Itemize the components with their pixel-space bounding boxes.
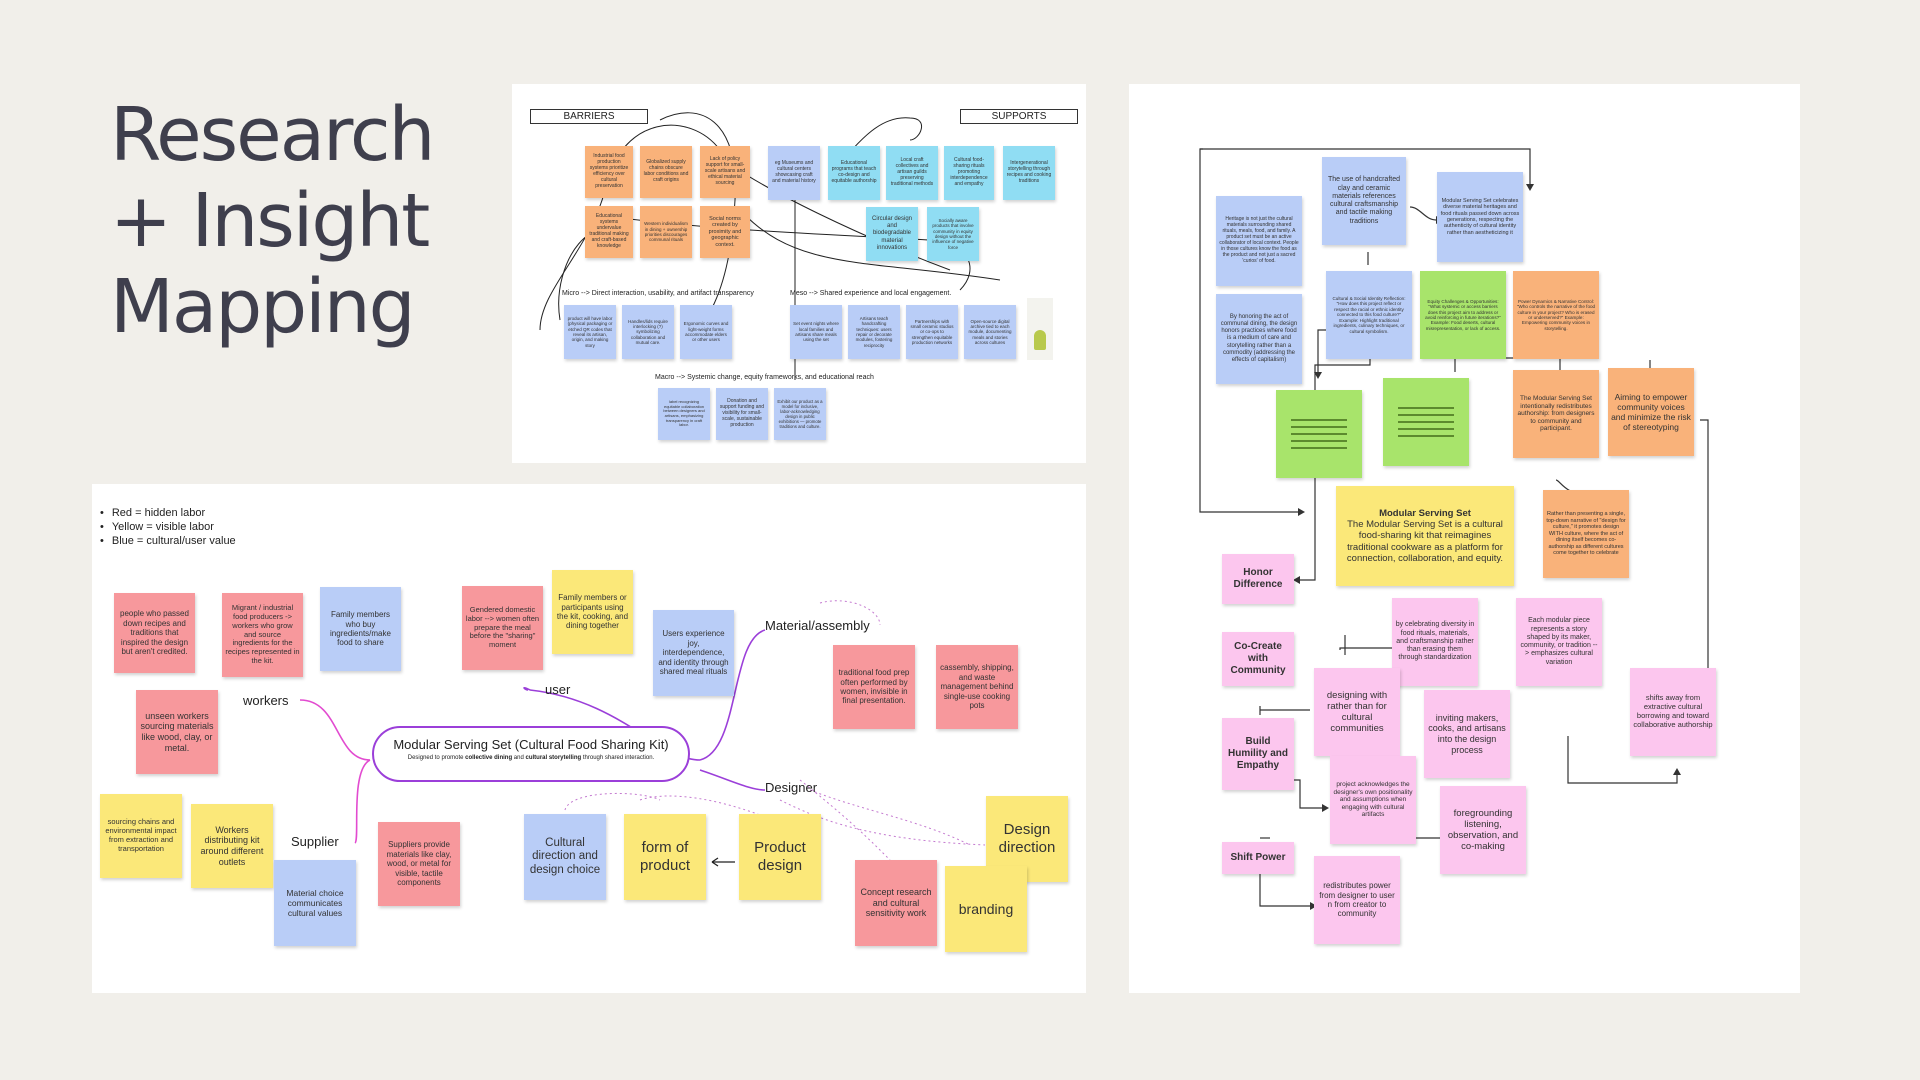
title-line-1: Research <box>110 92 435 178</box>
barrier-note[interactable]: Lack of policy support for small-scale a… <box>700 146 750 198</box>
macro-label: Macro --> Systemic change, equity framew… <box>655 374 874 381</box>
honor-difference-note[interactable]: by celebrating diversity in food rituals… <box>1392 598 1478 686</box>
summary-title: Modular Serving Set <box>1379 507 1471 519</box>
user-value-note[interactable]: Users experience joy, interdependence, a… <box>653 610 734 696</box>
visible-labor-note[interactable]: sourcing chains and environmental impact… <box>100 794 182 878</box>
branch-material[interactable]: Material/assembly <box>765 618 870 633</box>
hidden-labor-note[interactable]: Migrant / industrial food producers -> w… <box>222 593 303 677</box>
inviting-makers-note[interactable]: inviting makers, cooks, and artisans int… <box>1424 690 1510 778</box>
micro-note[interactable]: Ergonomic curves and light-weight forms … <box>680 305 732 359</box>
micro-note[interactable]: product will have labor (physical packag… <box>564 305 616 359</box>
support-note[interactable]: eg Museums and cultural centers showcasi… <box>768 146 820 200</box>
modular-serving-set-summary[interactable]: Modular Serving Set The Modular Serving … <box>1336 486 1514 586</box>
heritage-note[interactable]: Heritage is not just the cultural materi… <box>1216 196 1302 286</box>
hidden-labor-note[interactable]: Concept research and cultural sensitivit… <box>855 860 937 946</box>
barrier-note[interactable]: Globalized supply chains obscure labor c… <box>640 146 692 198</box>
macro-note[interactable]: label recognizing equitable collaboratio… <box>658 388 710 440</box>
meso-label: Meso --> Shared experience and local eng… <box>790 290 952 297</box>
hidden-labor-note[interactable]: Suppliers provide materials like clay, w… <box>378 822 460 906</box>
text-lines-icon <box>1398 402 1454 442</box>
modular-piece-note[interactable]: Each modular piece represents a story sh… <box>1516 598 1602 686</box>
macro-note[interactable]: Exhibit our product as a model for inclu… <box>774 388 826 440</box>
summary-body: The Modular Serving Set is a cultural fo… <box>1346 519 1504 564</box>
branch-supplier[interactable]: Supplier <box>291 834 339 849</box>
design-with-culture-note[interactable]: Rather than presenting a single, top-dow… <box>1543 490 1629 578</box>
legend-red: Red = hidden labor <box>100 506 236 520</box>
legend-yellow: Yellow = visible labor <box>100 520 236 534</box>
identity-reflection-note[interactable]: Cultural & Social Identity Reflection: "… <box>1326 271 1412 359</box>
central-node-subtitle: Designed to promote collective dining an… <box>407 755 655 761</box>
visible-labor-note[interactable]: Family members or participants using the… <box>552 570 633 654</box>
meso-note[interactable]: Set event nights where local families an… <box>790 305 842 359</box>
hidden-labor-note[interactable]: Gendered domestic labor --> women often … <box>462 586 543 670</box>
hidden-labor-note[interactable]: people who passed down recipes and tradi… <box>114 593 195 673</box>
principle-shift-power[interactable]: Shift Power <box>1222 842 1294 874</box>
collaborative-authorship-note[interactable]: shifts away from extractive cultural bor… <box>1630 668 1716 756</box>
text-lines-icon <box>1291 414 1347 454</box>
legend: Red = hidden labor Yellow = visible labo… <box>100 506 236 548</box>
communal-dining-note[interactable]: By honoring the act of communal dining, … <box>1216 294 1302 384</box>
meso-note[interactable]: Open-source digital archive tied to each… <box>964 305 1016 359</box>
user-value-note[interactable]: Family members who buy ingredients/make … <box>320 587 401 671</box>
title-line-3: Mapping <box>110 264 416 350</box>
micro-note[interactable]: Handles/lids require interlocking (?) sy… <box>622 305 674 359</box>
positionality-note[interactable]: project acknowledges the designer's own … <box>1330 756 1416 844</box>
central-node-title: Modular Serving Set (Cultural Food Shari… <box>393 737 669 752</box>
branch-user[interactable]: user <box>545 682 571 697</box>
central-node[interactable]: Modular Serving Set (Cultural Food Shari… <box>372 726 690 782</box>
macro-note[interactable]: Donation and support funding and visibil… <box>716 388 768 440</box>
visible-labor-note[interactable]: branding <box>945 866 1027 952</box>
principle-honor-difference[interactable]: Honor Difference <box>1222 554 1294 604</box>
principle-build-humility[interactable]: Build Humility and Empathy <box>1222 718 1294 790</box>
meso-note[interactable]: Partnerships with small ceramic studios … <box>906 305 958 359</box>
listening-note[interactable]: foregrounding listening, observation, an… <box>1440 786 1526 874</box>
green-note-placeholder[interactable] <box>1383 378 1469 466</box>
support-note[interactable]: Educational programs that teach co-desig… <box>828 146 880 200</box>
support-note[interactable]: Local craft collectives and artisan guil… <box>886 146 938 200</box>
micro-label: Micro --> Direct interaction, usability,… <box>562 290 754 297</box>
co-create-note[interactable]: designing with rather than for cultural … <box>1314 668 1400 756</box>
power-dynamics-note[interactable]: Power Dynamics & Narrative Control: "Who… <box>1513 271 1599 359</box>
visible-labor-note[interactable]: Product design <box>739 814 821 900</box>
meso-note[interactable]: Artisans teach handcrafting techniques: … <box>848 305 900 359</box>
visible-labor-note[interactable]: form of product <box>624 814 706 900</box>
barrier-note[interactable]: Social norms created by proximity and ge… <box>700 206 750 258</box>
visible-labor-note[interactable]: Workers distributing kit around differen… <box>191 804 273 888</box>
barrier-note[interactable]: Industrial food production systems prior… <box>585 146 633 198</box>
redistributes-power-note[interactable]: redistributes power from designer to use… <box>1314 856 1400 944</box>
materials-note[interactable]: The use of handcrafted clay and ceramic … <box>1322 157 1406 245</box>
support-note[interactable]: Circular design and biodegradable materi… <box>866 207 918 261</box>
hidden-labor-note[interactable]: cassembly, shipping, and waste managemen… <box>936 645 1018 729</box>
principle-co-create[interactable]: Co-Create with Community <box>1222 632 1294 686</box>
heritage-celebration-note[interactable]: Modular Serving Set celebrates diverse m… <box>1437 172 1523 262</box>
legend-blue: Blue = cultural/user value <box>100 534 236 548</box>
equity-challenges-note[interactable]: Equity Challenges & Opportunities: "What… <box>1420 271 1506 359</box>
supports-label: SUPPORTS <box>960 109 1078 124</box>
hidden-labor-note[interactable]: unseen workers sourcing materials like w… <box>136 690 218 774</box>
title-line-2: + Insight <box>110 178 430 264</box>
support-note[interactable]: Socially aware products that involve com… <box>927 207 979 261</box>
product-thumbnail <box>1027 298 1053 360</box>
hidden-labor-note[interactable]: traditional food prep often performed by… <box>833 645 915 729</box>
barriers-label: BARRIERS <box>530 109 648 124</box>
branch-workers[interactable]: workers <box>243 693 289 708</box>
green-note-placeholder[interactable] <box>1276 390 1362 478</box>
branch-designer[interactable]: Designer <box>765 780 818 795</box>
support-note[interactable]: Intergenerational storytelling through r… <box>1003 146 1055 200</box>
user-value-note[interactable]: Cultural direction and design choice <box>524 814 606 900</box>
authorship-note[interactable]: The Modular Serving Set intentionally re… <box>1513 370 1599 458</box>
page-title: Research + Insight Mapping <box>110 92 435 350</box>
user-value-note[interactable]: Material choice communicates cultural va… <box>274 860 356 946</box>
barrier-note[interactable]: Educational systems undervalue tradition… <box>585 206 633 258</box>
product-image-icon <box>1034 330 1046 350</box>
empower-note[interactable]: Aiming to empower community voices and m… <box>1608 368 1694 456</box>
barrier-note[interactable]: Western individualism in dining + owners… <box>640 206 692 258</box>
support-note[interactable]: Cultural food-sharing rituals promoting … <box>944 146 994 200</box>
